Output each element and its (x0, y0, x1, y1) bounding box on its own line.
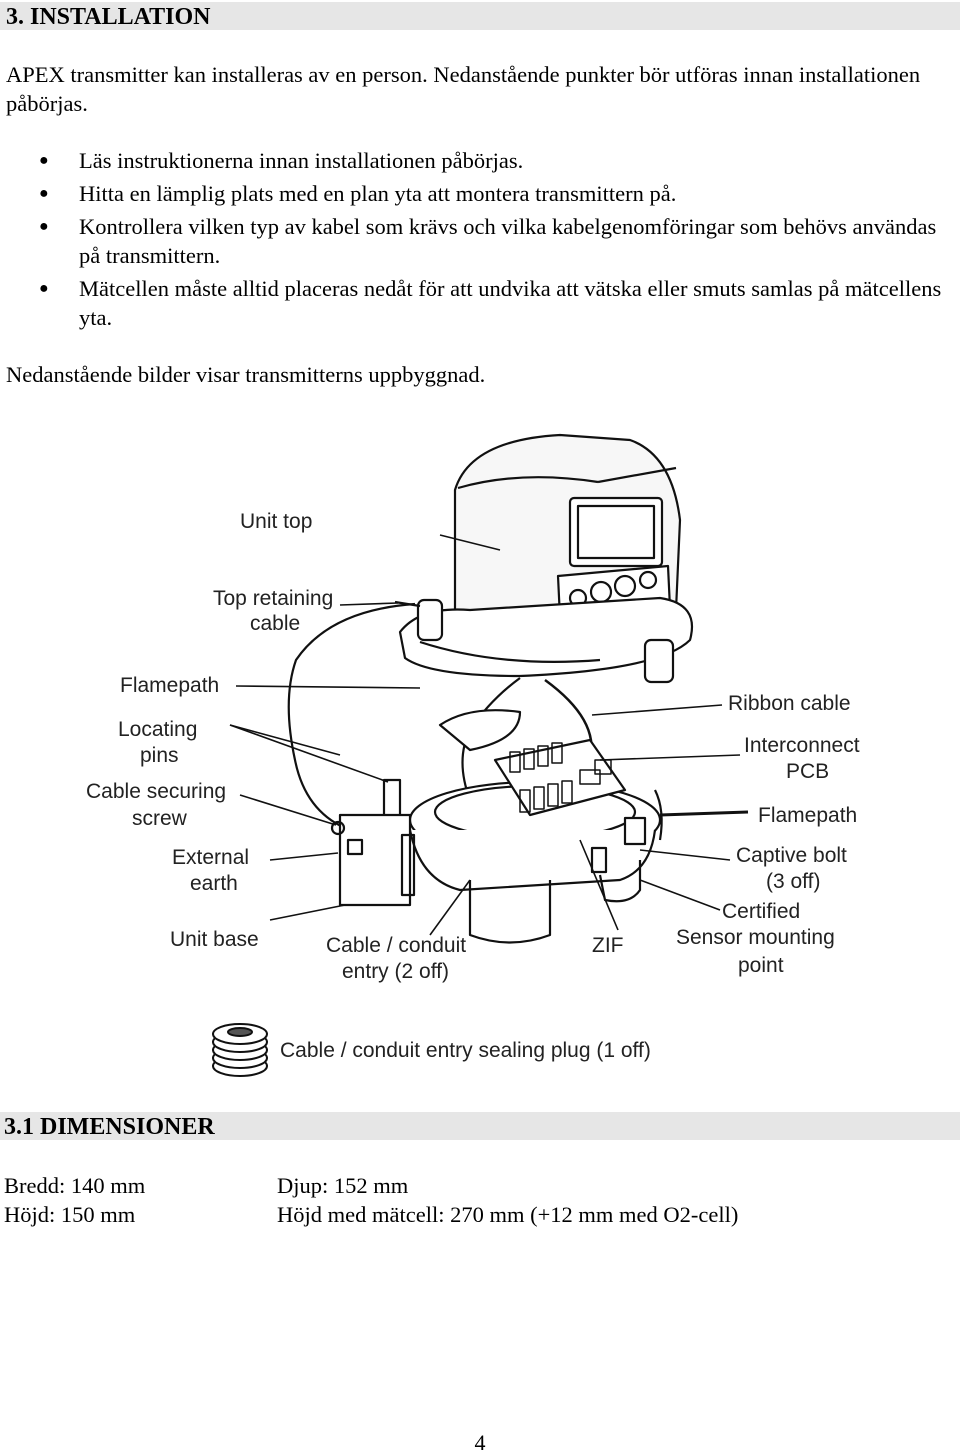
label-cable-conduit-entry: Cable / conduit (326, 934, 466, 957)
bullet-text: Mätcellen måste alltid placeras nedåt fö… (79, 276, 942, 330)
bullet-icon: ● (39, 280, 49, 297)
label-top-retaining-cable: Top retaining (213, 587, 333, 610)
label-cable-securing-screw: screw (132, 807, 188, 830)
label-cable-conduit-entry: entry (2 off) (342, 960, 449, 983)
bullet-text: Kontrollera vilken typ av kabel som kräv… (79, 214, 937, 268)
bullet-icon: ● (39, 152, 49, 169)
section-heading-bar: 3.1 DIMENSIONER (0, 1112, 960, 1140)
label-captive-bolt: Captive bolt (736, 844, 847, 867)
section-heading-bar: 3. INSTALLATION (0, 2, 960, 30)
label-flamepath: Flamepath (120, 674, 219, 697)
label-interconnect-pcb: PCB (786, 760, 829, 783)
label-flamepath: Flamepath (758, 804, 857, 827)
label-captive-bolt: (3 off) (766, 870, 820, 893)
dimension-width: Bredd: 140 mm (4, 1173, 146, 1198)
label-locating-pins: pins (140, 744, 179, 767)
label-ribbon-cable: Ribbon cable (728, 692, 851, 715)
list-item: ● Mätcellen måste alltid placeras nedåt f… (0, 274, 950, 332)
label-unit-base: Unit base (170, 928, 259, 951)
bullet-icon: ● (39, 218, 49, 235)
label-zif: ZIF (592, 934, 624, 957)
label-unit-top: Unit top (240, 510, 312, 533)
dimension-height-with-cell: Höjd med mätcell: 270 mm (+12 mm med O2-… (277, 1202, 739, 1227)
dimension-height: Höjd: 150 mm (4, 1202, 136, 1227)
label-sealing-plug: Cable / conduit entry sealing plug (1 of… (280, 1039, 651, 1062)
page-number: 4 (474, 1430, 486, 1455)
transmitter-diagram: Unit top Top retaining cable Flamepath L… (86, 433, 860, 1077)
section-heading: 3. INSTALLATION (6, 4, 211, 30)
label-interconnect-pcb: Interconnect (744, 734, 860, 757)
bullet-text: Läs instruktionerna innan installationen… (79, 148, 524, 173)
leader-line (439, 534, 501, 551)
bullet-icon: ● (39, 185, 49, 202)
sealing-plug-icon (212, 1023, 268, 1077)
label-top-retaining-cable: cable (250, 612, 300, 635)
list-item: ● Hitta en lämplig plats med en plan yta … (0, 179, 950, 208)
list-item: ● Kontrollera vilken typ av kabel som krä… (0, 212, 950, 270)
intro-paragraph: APEX transmitter kan installeras av en p… (6, 62, 921, 116)
bullet-text: Hitta en lämplig plats med en plan yta a… (79, 181, 677, 206)
dimension-depth: Djup: 152 mm (277, 1173, 409, 1198)
outro-paragraph: Nedanstående bilder visar transmitterns … (6, 362, 486, 387)
list-item: ● Läs instruktionerna innan installatione… (0, 146, 950, 175)
label-external-earth: External (172, 846, 249, 869)
bullet-list: ● Läs instruktionerna innan installatione… (0, 146, 950, 336)
label-cable-securing-screw: Cable securing (86, 780, 226, 803)
label-locating-pins: Locating (118, 718, 197, 741)
label-certified-sensor: point (738, 954, 784, 977)
label-certified-sensor: Sensor mounting (676, 926, 835, 949)
label-certified-sensor: Certified (722, 900, 800, 923)
section-heading: 3.1 DIMENSIONER (4, 1114, 215, 1140)
label-external-earth: earth (190, 872, 238, 895)
